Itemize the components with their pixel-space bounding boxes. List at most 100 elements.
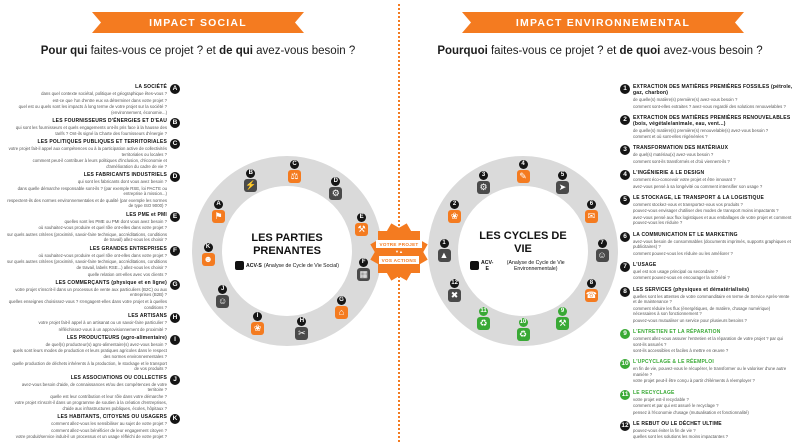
item-line: quelles sont les solutions les moins imp… xyxy=(633,434,729,440)
item-line: comment allez-vous les sensibiliser au s… xyxy=(51,421,167,427)
ring-node: J☺ xyxy=(211,284,235,308)
item-line: de quel(s) matériau(x) avez-vous besoin … xyxy=(633,152,714,158)
headline-text: faites-vous ce projet ? et xyxy=(487,45,620,57)
item-title: LA COMMUNICATION ET LE MARKETING xyxy=(633,231,738,238)
item-line: comment pouvez-vous en encourager la sob… xyxy=(633,275,730,281)
item-badge-B: B xyxy=(170,118,180,129)
item-line: comment peut-il contribuer à leurs polit… xyxy=(32,158,167,169)
item-badge-1: 1 xyxy=(620,84,630,94)
headline-bold-pour-qui: Pour qui xyxy=(40,45,88,57)
item-badge-4: 4 xyxy=(620,170,630,181)
item-title: LE REBUT OU LE DÉCHET ULTIME xyxy=(633,420,722,427)
item-badge-H: H xyxy=(170,312,180,323)
item-title: L'INGÉNIERIE & LE DESIGN xyxy=(633,170,705,177)
item-text: EXTRACTION DES MATIÈRES PREMIÈRES FOSSIL… xyxy=(633,84,793,109)
item-title: LES FABRICANTS INDUSTRIELS xyxy=(83,172,167,179)
headline-bold-pourquoi: Pourquoi xyxy=(437,45,488,57)
services-icon: ☎ xyxy=(584,288,598,302)
producer-icon: ❀ xyxy=(251,322,265,336)
acv-e-label: ACV-E xyxy=(481,259,494,272)
item-badge-I: I xyxy=(170,334,180,345)
stakeholders-ring-center: LES PARTIES PRENANTES ACV-S (Analyse de … xyxy=(226,190,348,312)
item-title: EXTRACTION DES MATIÈRES PREMIÈRES FOSSIL… xyxy=(633,84,793,96)
citizen-icon: ☻ xyxy=(201,252,215,266)
ring-node: 2❀ xyxy=(443,199,467,223)
impact-social-banner-label: IMPACT SOCIAL xyxy=(149,16,247,29)
headline-text-end: avez-vous besoin ? xyxy=(660,45,763,57)
logistics-icon: ➤ xyxy=(556,180,569,194)
environmental-question-headline: Pourquoi faites-vous ce projet ? et de q… xyxy=(408,45,792,57)
lifecycle-ring: LES CYCLES DE VIE ACV-E (Analyse de Cycl… xyxy=(428,156,618,346)
item-line: qui sont les fabricants dont vous avez b… xyxy=(77,179,167,185)
item-line: comment pouvez-vous les réduire ou les a… xyxy=(633,250,733,256)
ring-badge-6: 6 xyxy=(586,199,596,209)
ring-badge-11: 11 xyxy=(479,307,488,317)
item-text: LES PRODUCTEURS (agro-alimentaire)de que… xyxy=(7,335,167,372)
item-line: quels sont leurs modes de production et … xyxy=(12,348,167,360)
item-line: votre projet s'inscrit-il dans un progra… xyxy=(14,400,167,411)
item-text: LES POLITIQUES PUBLIQUES ET TERRITORIALE… xyxy=(7,139,167,169)
item-title: LES FOURNISSEURS D'ÉNERGIES ET D'EAU xyxy=(52,118,167,125)
ring-badge-G: G xyxy=(337,296,347,306)
item-title: LE STOCKAGE, LE TRANSPORT & LA LOGISTIQU… xyxy=(633,194,764,201)
item-line: dans quelle démarche responsable sont-il… xyxy=(17,185,167,197)
ring-badge-K: K xyxy=(203,242,213,252)
ring-badge-5: 5 xyxy=(558,170,567,180)
item-line: comment éco-concevoir votre projet et êt… xyxy=(633,177,736,183)
ring-node: G⌂ xyxy=(330,296,354,320)
ring-badge-I: I xyxy=(253,312,263,322)
item-line: quel est son usage principal ou secondai… xyxy=(633,268,719,274)
item-title: LE RECYCLAGE xyxy=(633,389,675,396)
ring-badge-4: 4 xyxy=(518,160,528,169)
ring-badge-9: 9 xyxy=(558,307,567,317)
item-line: quel est ou quels sont les impacts à lon… xyxy=(18,104,167,115)
item-line: pouvez-vous envisager d'utiliser des mod… xyxy=(633,208,779,214)
item-text: LES COMMERÇANTS (physique et en ligne)vo… xyxy=(7,280,167,310)
impact-social-banner: IMPACT SOCIAL xyxy=(92,12,304,33)
ring-node: B⚡ xyxy=(239,168,263,192)
item-badge-10: 10 xyxy=(620,359,630,370)
ring-node: I❀ xyxy=(246,312,270,336)
item-text: LES SERVICES (physiques et dématérialisé… xyxy=(633,287,793,324)
item-line: pensez à l'économie d'usage (mutualisati… xyxy=(633,409,749,415)
fossil-extraction-icon: ▲ xyxy=(437,249,451,262)
item-line: pouvez-vous éviter la fin de vie ? xyxy=(633,427,696,433)
item-text: LE STOCKAGE, LE TRANSPORT & LA LOGISTIQU… xyxy=(633,195,793,226)
item-line: quelle relation ont-elles avec vos clien… xyxy=(87,271,167,277)
item-line: dans quel contexte sociétal, politique e… xyxy=(41,91,167,96)
item-line: comment et où sont-elles régénérées ? xyxy=(633,134,708,140)
material-transformation-icon: ⚙ xyxy=(477,180,490,194)
ring-node: F▦ xyxy=(352,257,376,281)
item-badge-K: K xyxy=(170,414,180,425)
item-line: avez-vous pensé aux flux logistiques et … xyxy=(633,214,792,226)
lifecycle-ring-title: LES CYCLES DE VIE xyxy=(479,230,567,255)
ring-node: 5➤ xyxy=(551,170,575,194)
lifecycle-ring-center: LES CYCLES DE VIE ACV-E (Analyse de Cycl… xyxy=(462,190,584,312)
item-badge-9: 9 xyxy=(620,328,630,339)
ring-node: D⚙ xyxy=(324,176,348,200)
ring-node: 4✎ xyxy=(511,160,535,183)
usage-icon: ☺ xyxy=(595,249,609,262)
artisan-icon: ✂ xyxy=(295,326,309,340)
ring-badge-H: H xyxy=(297,316,307,326)
item-line: comment et par qui est assuré le recycla… xyxy=(633,403,719,409)
item-line: avez-vous besoin d'aide, de connaissance… xyxy=(21,381,167,393)
item-title: L'USAGE xyxy=(633,261,657,268)
